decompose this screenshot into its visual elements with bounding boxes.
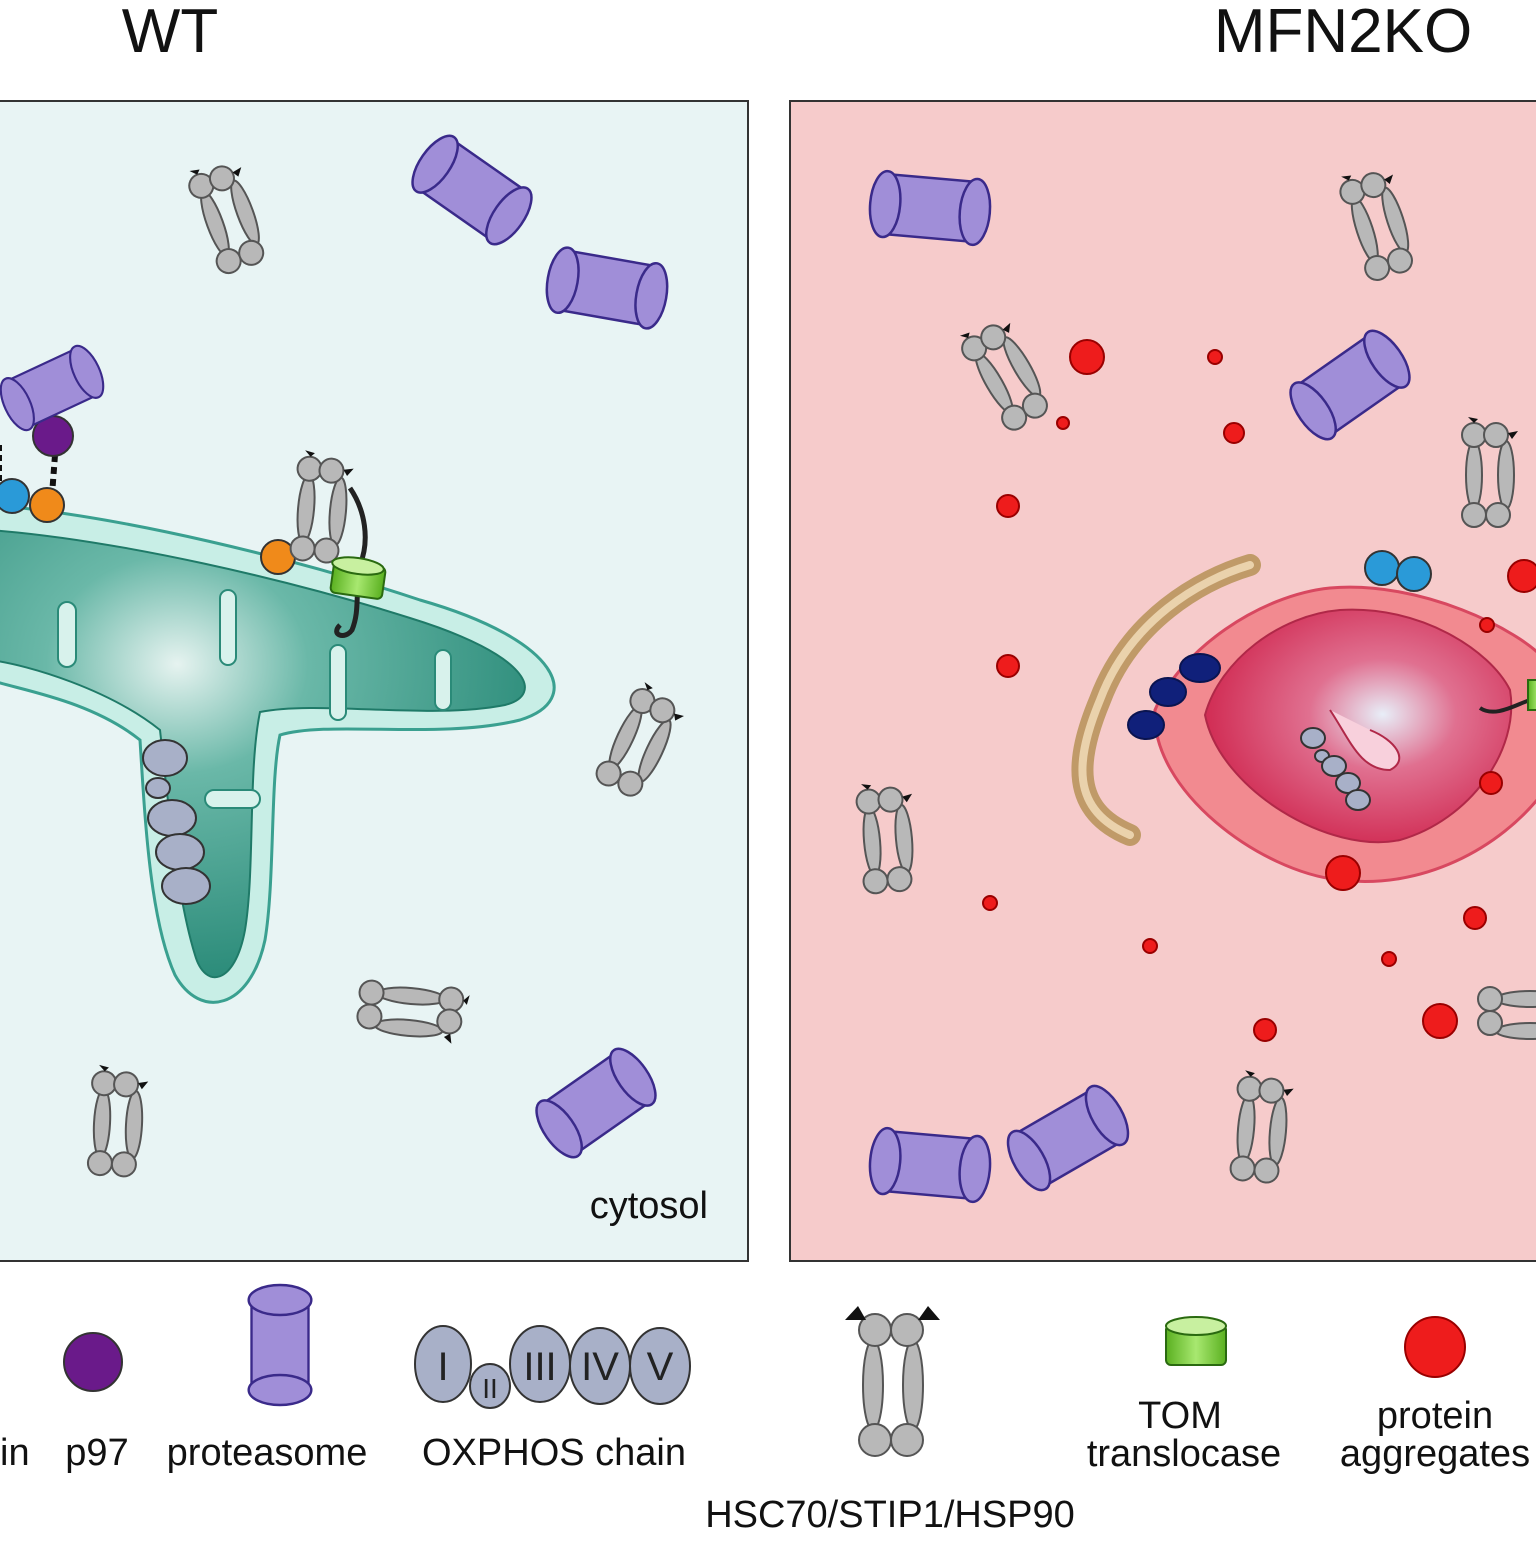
ko-mitochondrion xyxy=(1153,585,1536,883)
ko-panel-title: MFN2KO xyxy=(1214,0,1472,66)
ko-mitofusin xyxy=(1127,653,1221,740)
ko-protein-aggregates xyxy=(982,339,1536,1042)
legend-oxphos-label: OXPHOS chain xyxy=(422,1432,686,1474)
legend-chaperone-label: HSC70/STIP1/HSP90 xyxy=(705,1494,1075,1536)
legend-p97-label: p97 xyxy=(65,1432,128,1474)
oxphos-complex-i: I xyxy=(437,1345,448,1389)
legend-tom-label-2: translocase xyxy=(1087,1433,1281,1475)
chaperone-legend-icon xyxy=(845,1306,940,1457)
p97-legend-icon xyxy=(63,1332,123,1392)
wt-tom-translocase xyxy=(329,486,387,638)
proteasome-legend-icon xyxy=(247,1283,313,1407)
oxphos-complex-v: V xyxy=(647,1345,674,1389)
ko-panel xyxy=(789,100,1536,1262)
wt-oxphos-chain xyxy=(142,739,211,905)
legend-ubiquitin-label: in xyxy=(0,1432,30,1474)
ko-ubiquitin xyxy=(1364,550,1432,592)
legend-tom-label-1: TOM xyxy=(1138,1395,1222,1437)
ko-oxphos-chain xyxy=(1300,727,1371,811)
legend-proteasome-label: proteasome xyxy=(167,1432,368,1474)
cytosol-label: cytosol xyxy=(590,1185,708,1227)
legend: in p97 proteasome I II III IV V OXPHOS c… xyxy=(0,1283,1530,1536)
legend-aggregates-label-2: aggregates xyxy=(1340,1433,1530,1475)
wt-ubiquitin-p97-complex xyxy=(0,415,296,575)
wt-panel: cytosol xyxy=(0,100,749,1262)
oxphos-complex-iv: IV xyxy=(581,1345,619,1389)
tom-legend-icon xyxy=(1165,1316,1227,1366)
wt-mitochondrion xyxy=(0,504,556,1004)
oxphos-complex-ii: II xyxy=(482,1373,498,1404)
wt-panel-title: WT xyxy=(122,0,218,66)
aggregates-legend-icon xyxy=(1404,1316,1466,1378)
oxphos-complex-iii: III xyxy=(523,1345,556,1389)
oxphos-legend-icon: I II III IV V xyxy=(414,1325,691,1409)
ko-tom-translocase xyxy=(1478,679,1536,714)
legend-aggregates-label-1: protein xyxy=(1377,1395,1493,1437)
